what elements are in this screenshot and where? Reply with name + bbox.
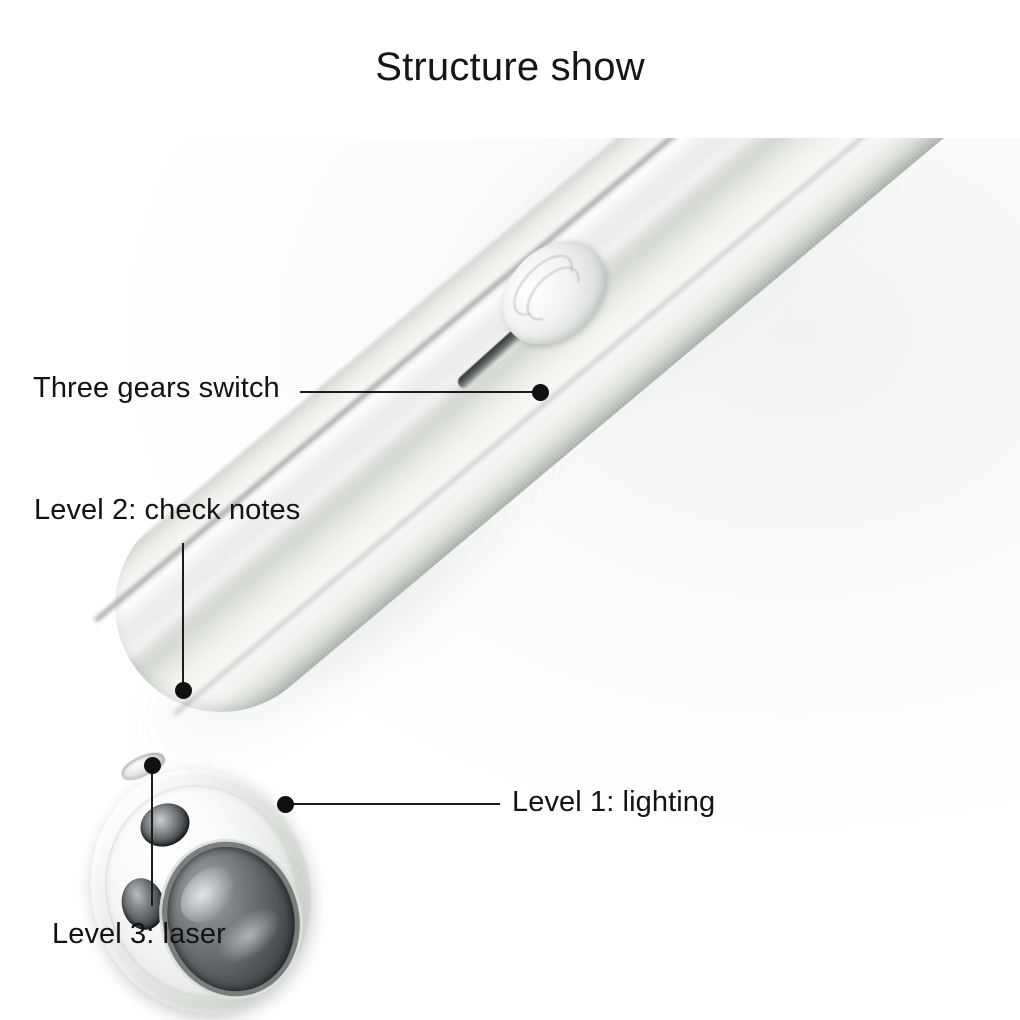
callout-leader-level-3	[151, 772, 153, 906]
callout-label-level-3: Level 3: laser	[52, 918, 226, 950]
callout-leader-three-gears-switch	[300, 391, 540, 393]
callout-dot-level-2	[175, 682, 192, 699]
page-title: Structure show	[375, 45, 645, 89]
callout-dot-level-1	[277, 796, 294, 813]
product-photo	[0, 138, 1020, 1020]
callout-leader-level-1	[292, 803, 500, 805]
flashlight-barrel	[71, 138, 1020, 756]
title-band: Structure show	[0, 0, 1020, 138]
callout-dot-three-gears-switch	[532, 384, 549, 401]
callout-label-three-gears-switch: Three gears switch	[33, 372, 280, 404]
callout-leader-level-2	[182, 543, 184, 691]
callout-label-level-1: Level 1: lighting	[512, 786, 716, 818]
brushed-metal-texture	[71, 138, 1020, 756]
callout-dot-level-3	[144, 757, 161, 774]
callout-label-level-2: Level 2: check notes	[34, 494, 301, 526]
